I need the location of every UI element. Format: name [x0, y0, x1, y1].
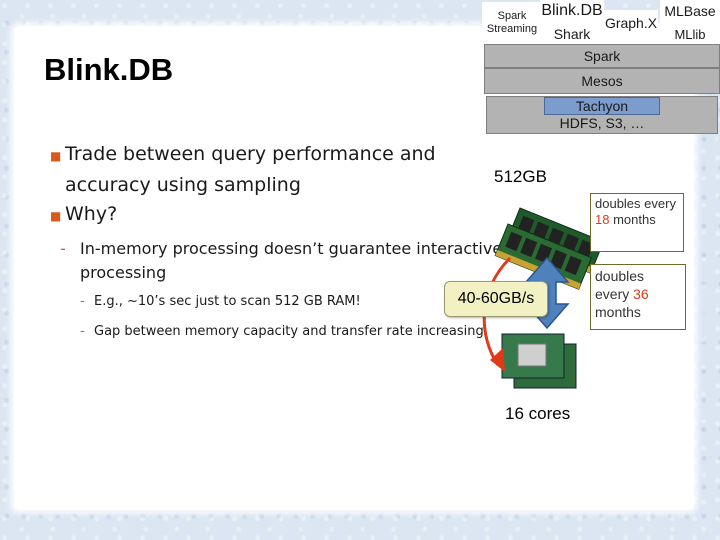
callout-1-suffix: months	[609, 212, 655, 227]
callout-1-value: 18	[595, 212, 609, 227]
callout-2-suffix: months	[595, 304, 641, 320]
transfer-rate-label: 40-60GB/s	[444, 281, 548, 317]
cores-label: 16 cores	[505, 404, 570, 424]
memory-growth-callout: doubles every 18 months	[590, 193, 684, 252]
callout-2-value: 36	[633, 286, 649, 302]
memory-capacity-label: 512GB	[494, 167, 547, 187]
callout-1-prefix: doubles every	[595, 196, 676, 211]
cpu-chip-icon	[502, 334, 576, 388]
transfer-rate-text: 40-60GB/s	[458, 290, 534, 308]
bandwidth-growth-callout: doubles every 36 months	[590, 264, 686, 330]
